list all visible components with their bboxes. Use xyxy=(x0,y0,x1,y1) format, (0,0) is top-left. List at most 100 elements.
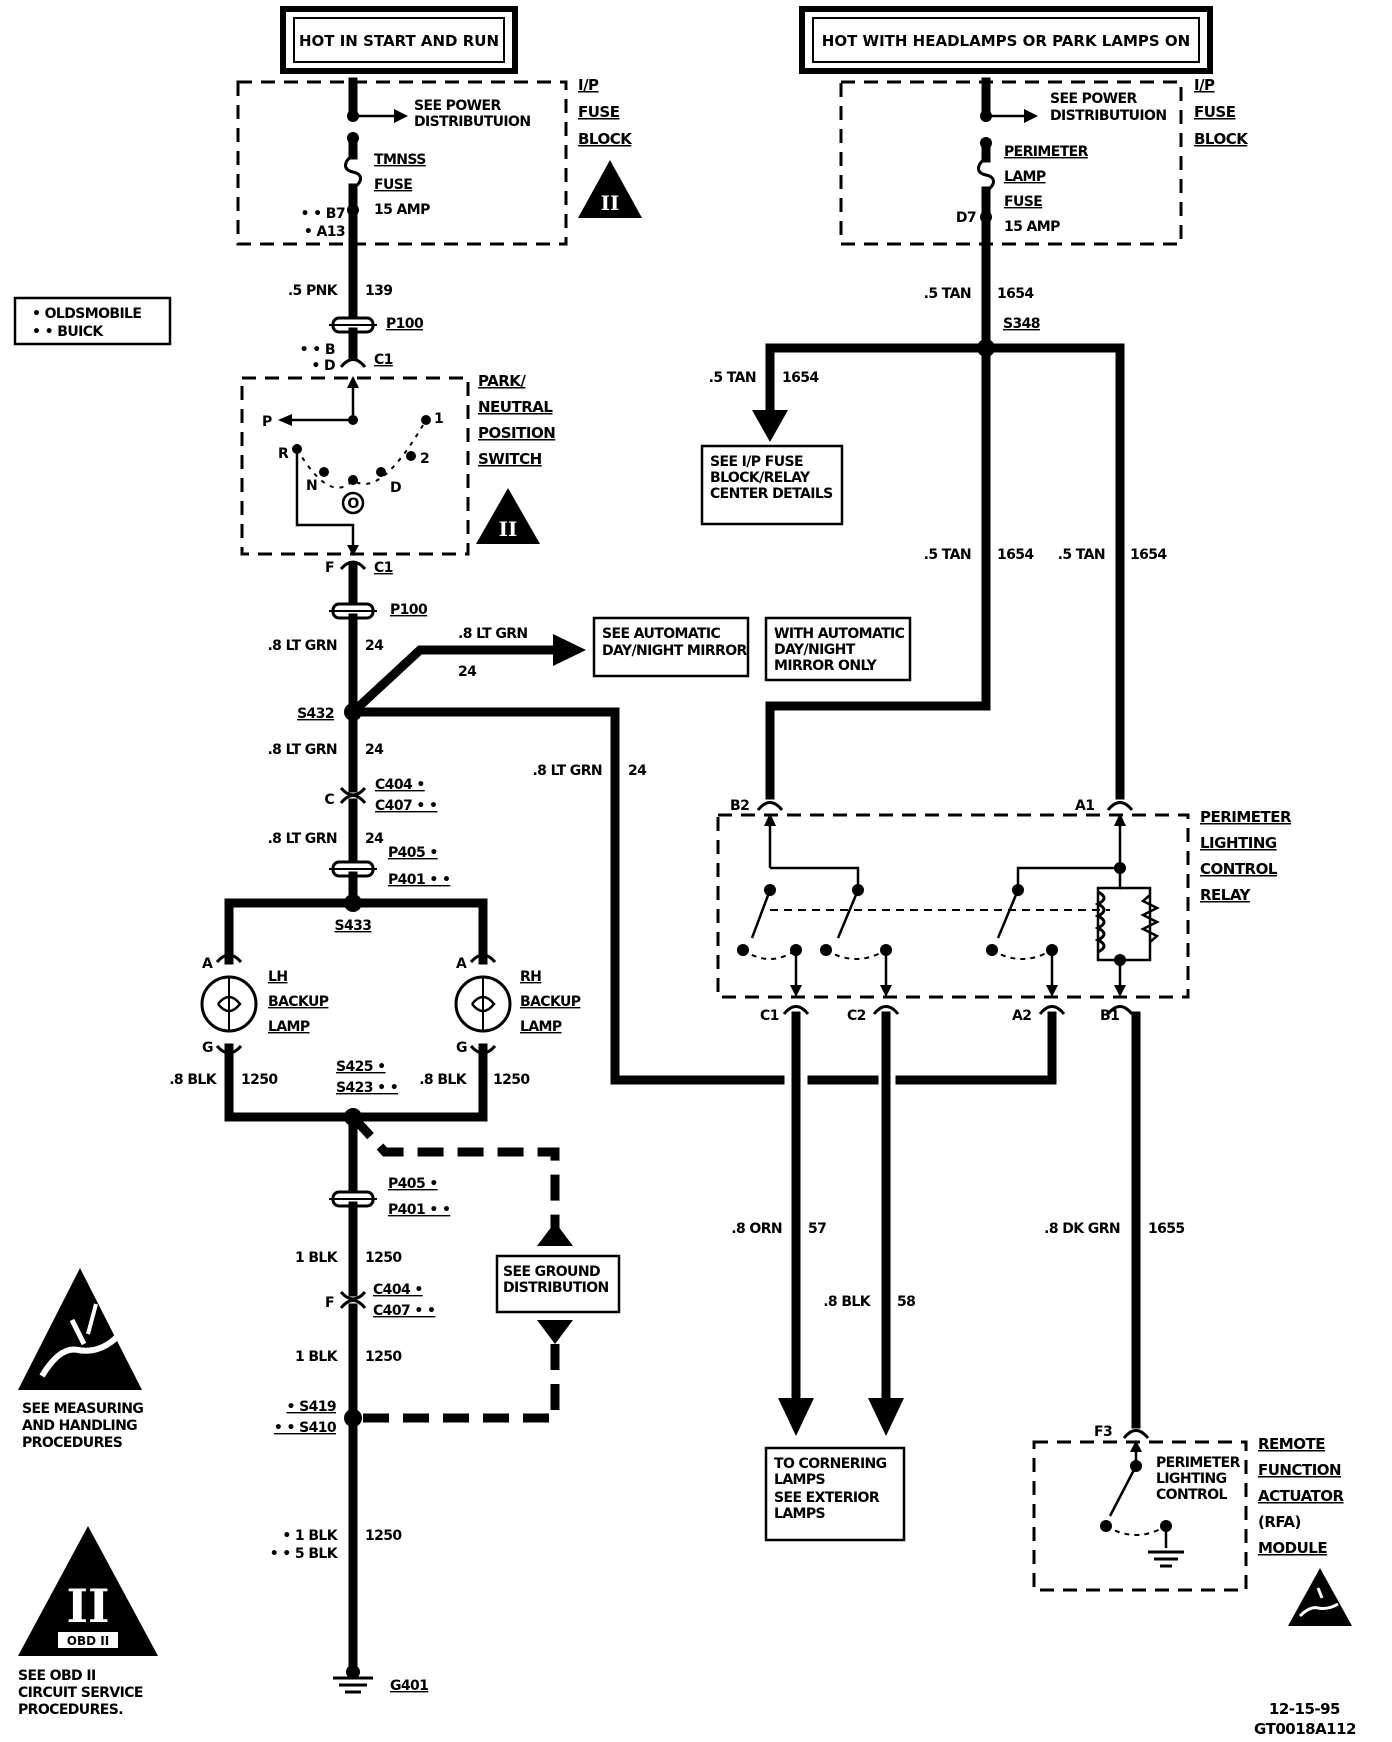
fuse-rating: 15 AMP xyxy=(1004,219,1060,235)
connector-label: C407 • • xyxy=(373,1303,435,1319)
obd-badge-text: II xyxy=(499,517,518,541)
switch-label: PARK/ xyxy=(478,372,526,390)
relay-coil-icon xyxy=(1094,890,1106,954)
footer-date: 12-15-95 xyxy=(1269,1700,1340,1718)
wire-color: .8 LT GRN xyxy=(458,626,528,642)
see-fuse-text: CENTER DETAILS xyxy=(710,486,833,502)
mirror-only-text: MIRROR ONLY xyxy=(774,658,878,674)
lamp-label: LAMP xyxy=(520,1019,562,1035)
wire-color: .8 LT GRN xyxy=(267,742,337,758)
connector-p405b xyxy=(329,1190,377,1208)
pin-label: C xyxy=(324,792,334,808)
esd-note: SEE MEASURING AND HANDLING PROCEDURES xyxy=(18,1268,144,1451)
wire-color: 1 BLK xyxy=(295,1349,339,1365)
wire-color: .8 BLK xyxy=(419,1072,468,1088)
switch-pos: O xyxy=(347,496,359,512)
obd-note-text: CIRCUIT SERVICE xyxy=(18,1685,143,1701)
see-power-text: SEE POWER xyxy=(1050,91,1137,107)
pin-label: B2 xyxy=(730,798,749,814)
see-power-text: DISTRIBUTUION xyxy=(1050,108,1166,124)
obd-ii-triangle-icon xyxy=(476,488,540,544)
pin-label: C1 xyxy=(760,1008,779,1024)
rfa-label: (RFA) xyxy=(1258,1513,1301,1531)
obd-note-text: SEE OBD II xyxy=(18,1668,96,1684)
fuse-block-left: I/P FUSE BLOCK II SEE POWER DISTRIBUTUIO… xyxy=(236,76,642,249)
footer: 12-15-95 GT0018A112 xyxy=(1254,1700,1357,1738)
wire-color: .8 LT GRN xyxy=(267,638,337,654)
ground-icon xyxy=(333,1665,373,1694)
fuse-block-label: FUSE xyxy=(578,103,620,121)
connector-label: C404 • xyxy=(373,1282,423,1298)
wire-number: 1250 xyxy=(365,1250,402,1266)
esd-note-text: SEE MEASURING xyxy=(22,1401,143,1417)
switch-pos: N xyxy=(306,478,317,494)
legend-oldsmobile: • OLDSMOBILE xyxy=(32,306,141,322)
pin-label: C2 xyxy=(847,1008,866,1024)
fuse-block-label: BLOCK xyxy=(1194,130,1249,148)
esd-note-text: PROCEDURES xyxy=(22,1435,123,1451)
fuse-block-label: BLOCK xyxy=(578,130,633,148)
wire-color: .5 TAN xyxy=(709,370,756,386)
header-right-text: HOT WITH HEADLAMPS OR PARK LAMPS ON xyxy=(822,32,1190,50)
pin-label: F xyxy=(325,1295,334,1311)
switch-label: NEUTRAL xyxy=(478,398,553,416)
obd-ii-triangle-icon xyxy=(578,160,642,218)
pin-label: F3 xyxy=(1094,1424,1112,1440)
wire-color: • 1 BLK xyxy=(282,1528,338,1544)
pin-label: • • B7 xyxy=(301,206,345,222)
rfa-label: MODULE xyxy=(1258,1539,1327,1557)
esd-note-text: AND HANDLING xyxy=(22,1418,137,1434)
fuse-name: FUSE xyxy=(374,177,412,193)
pin-label: • • B xyxy=(300,342,335,358)
splice-label: • S419 xyxy=(286,1399,336,1415)
header-left: HOT IN START AND RUN xyxy=(280,6,518,74)
footer-code: GT0018A112 xyxy=(1254,1720,1356,1738)
ground-icon xyxy=(1148,1550,1184,1568)
connector-label: C1 xyxy=(374,352,393,368)
relay-label: PERIMETER xyxy=(1200,808,1292,826)
wire-number: 1654 xyxy=(782,370,819,386)
wire-color: .8 LT GRN xyxy=(267,831,337,847)
see-ground-text: DISTRIBUTION xyxy=(503,1280,609,1296)
pin-label: A2 xyxy=(1012,1008,1031,1024)
wire-number: 24 xyxy=(628,763,647,779)
pin-label: A1 xyxy=(1075,798,1094,814)
resistor-icon xyxy=(1140,894,1160,943)
legend: • OLDSMOBILE • • BUICK xyxy=(13,296,172,346)
switch-pos: D xyxy=(390,480,401,496)
header-left-text: HOT IN START AND RUN xyxy=(299,32,499,50)
switch-label: POSITION xyxy=(478,424,555,442)
splice-label: S348 xyxy=(1003,316,1040,332)
connector-label: P100 xyxy=(386,316,424,332)
relay-label: RELAY xyxy=(1200,886,1252,904)
connector-label: P100 xyxy=(390,602,428,618)
see-mirror-text: SEE AUTOMATIC xyxy=(602,626,721,642)
wire-number: 24 xyxy=(365,742,384,758)
relay-label: LIGHTING xyxy=(1200,834,1277,852)
fuse-rating: 15 AMP xyxy=(374,202,430,218)
switch-pos: 1 xyxy=(434,411,443,427)
fuse-name: TMNSS xyxy=(374,152,426,168)
wire-color: .5 PNK xyxy=(288,283,339,299)
wire-number: 1655 xyxy=(1148,1221,1185,1237)
mirror-only-text: WITH AUTOMATIC xyxy=(774,626,905,642)
lamp-label: LH xyxy=(268,969,287,985)
connector-label: P401 • • xyxy=(388,1202,450,1218)
obd-icon-caption: OBD II xyxy=(67,1634,109,1648)
fuse-name: LAMP xyxy=(1004,169,1046,185)
lamp-label: RH xyxy=(520,969,541,985)
fuse-icon xyxy=(977,156,995,193)
wire-color: .5 TAN xyxy=(1058,547,1105,563)
wire-color: .8 LT GRN xyxy=(532,763,602,779)
esd-warning-icon xyxy=(18,1268,142,1390)
see-mirror-text: DAY/NIGHT MIRROR xyxy=(602,643,748,659)
rfa-label: REMOTE xyxy=(1258,1435,1325,1453)
wire-number: 58 xyxy=(897,1294,915,1310)
wire-number: 1250 xyxy=(241,1072,278,1088)
wire-number: 1250 xyxy=(365,1528,402,1544)
connector-label: C404 • xyxy=(375,777,425,793)
rfa-inner-text: CONTROL xyxy=(1156,1487,1228,1503)
pin-label: • A13 xyxy=(304,224,345,240)
fuse-name: FUSE xyxy=(1004,194,1042,210)
